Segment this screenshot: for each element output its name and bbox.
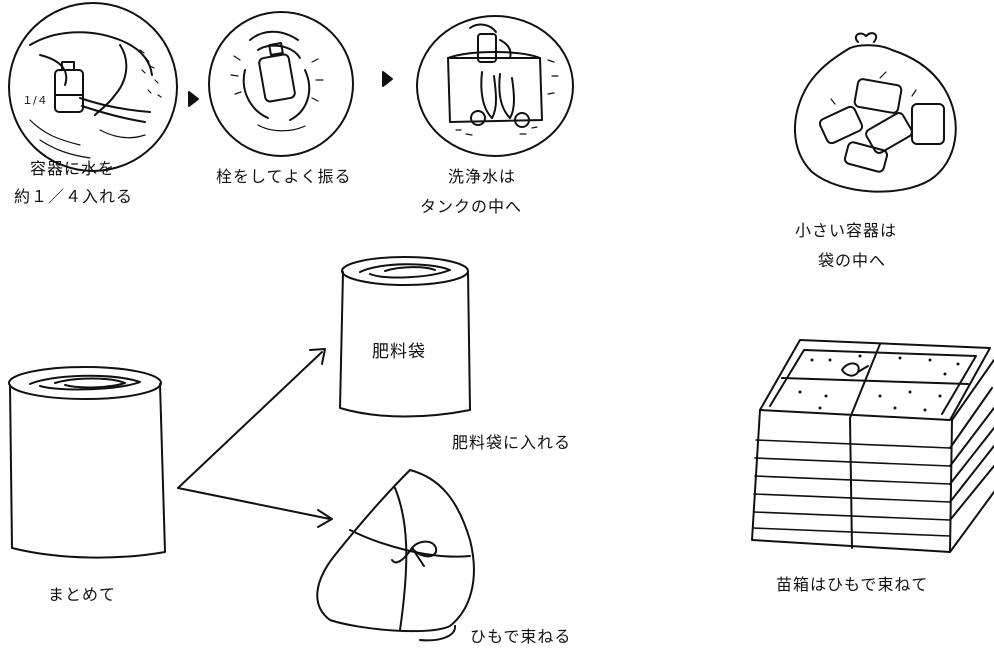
fertilizer-bag-text: 肥料袋	[372, 342, 426, 362]
fertilizer-bag-caption: 肥料袋に入れる	[452, 433, 572, 452]
measure-mark: １/４	[22, 94, 48, 107]
bag-of-containers-illustration	[793, 32, 957, 193]
branch-arrows	[177, 348, 333, 528]
tied-bundle-illustration	[316, 469, 475, 642]
roll-label: まとめて	[48, 585, 117, 604]
step1-illustration	[8, 2, 178, 172]
step1-label-line1: 容器に水を	[30, 159, 116, 178]
step2-illustration	[208, 11, 354, 157]
small-containers-label-line2: 袋の中へ	[818, 251, 887, 270]
step-arrow-icon	[382, 71, 393, 87]
step3-label-line2: タンクの中へ	[420, 197, 523, 216]
small-containers-label-line1: 小さい容器は	[795, 221, 898, 240]
step-arrow-icon	[188, 91, 199, 107]
seedling-box-caption: 苗箱はひもで束ねて	[776, 575, 929, 594]
fertilizer-bag-illustration	[339, 256, 471, 418]
rolled-film-illustration	[8, 366, 166, 559]
step2-label: 栓をしてよく振る	[216, 167, 352, 186]
stacked-seedling-boxes-illustration	[751, 339, 994, 553]
step3-label-line1: 洗浄水は	[448, 167, 517, 186]
tie-caption: ひもで束ねる	[470, 627, 572, 646]
step3-illustration	[416, 15, 574, 157]
step1-label-line2: 約１／４入れる	[14, 187, 134, 206]
